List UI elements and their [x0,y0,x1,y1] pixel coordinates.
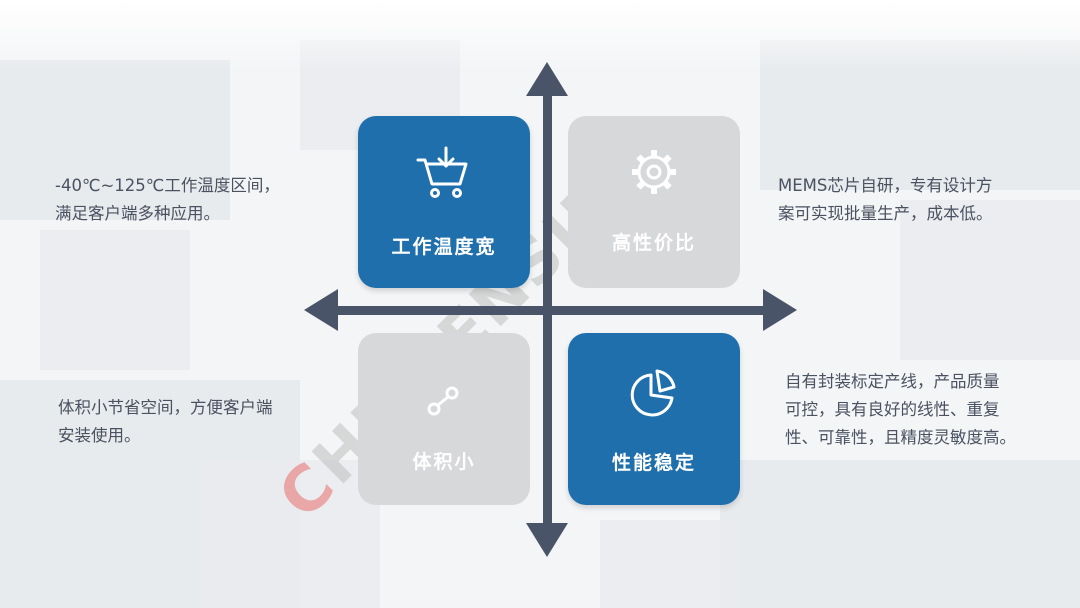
gear-icon [632,150,676,194]
quadrant-small-size: 体积小 [358,333,530,505]
description-bottom-left: 体积小节省空间，方便客户端 安装使用。 [58,394,273,450]
arrow-left-icon [304,289,338,331]
description-line: 体积小节省空间，方便客户端 [58,398,273,417]
arrow-up-icon [526,62,568,96]
quadrant-cost-effective: 高性价比 [568,116,740,288]
description-line: 可控，具有良好的线性、重复 [785,400,1000,419]
description-line: -40℃~125℃工作温度区间， [55,176,280,195]
description-line: 自有封装标定产线，产品质量 [785,372,1000,391]
quadrant-wide-temperature: 工作温度宽 [358,116,530,288]
shopping-cart-icon [416,146,468,198]
description-line: 案可实现批量生产，成本低。 [778,204,993,223]
quadrant-label: 工作温度宽 [391,236,497,258]
horizontal-axis [334,306,764,315]
bg-tile [40,230,190,370]
description-line: 安装使用。 [58,426,141,445]
description-line: MEMS芯片自研，专有设计方 [778,176,993,195]
quadrant-label: 体积小 [412,451,476,473]
bg-tile [600,520,740,608]
molecule-icon [427,386,459,416]
bg-tile [900,200,1080,360]
bg-tile [720,460,1080,608]
quadrant-stable-performance: 性能稳定 [568,333,740,505]
bg-fade [0,0,1080,70]
quadrant-label: 高性价比 [611,232,696,254]
bg-tile [200,460,380,608]
quadrant-label: 性能稳定 [611,452,696,474]
description-top-left: -40℃~125℃工作温度区间， 满足客户端多种应用。 [55,172,280,228]
arrow-right-icon [763,289,797,331]
arrow-down-icon [526,523,568,557]
description-line: 性、可靠性，且精度灵敏度高。 [785,428,1016,447]
description-bottom-right: 自有封装标定产线，产品质量 可控，具有良好的线性、重复 性、可靠性，且精度灵敏度… [785,368,1016,452]
pie-chart-icon [630,369,676,417]
description-line: 满足客户端多种应用。 [55,204,220,223]
description-top-right: MEMS芯片自研，专有设计方 案可实现批量生产，成本低。 [778,172,993,228]
bg-tile [0,60,230,220]
